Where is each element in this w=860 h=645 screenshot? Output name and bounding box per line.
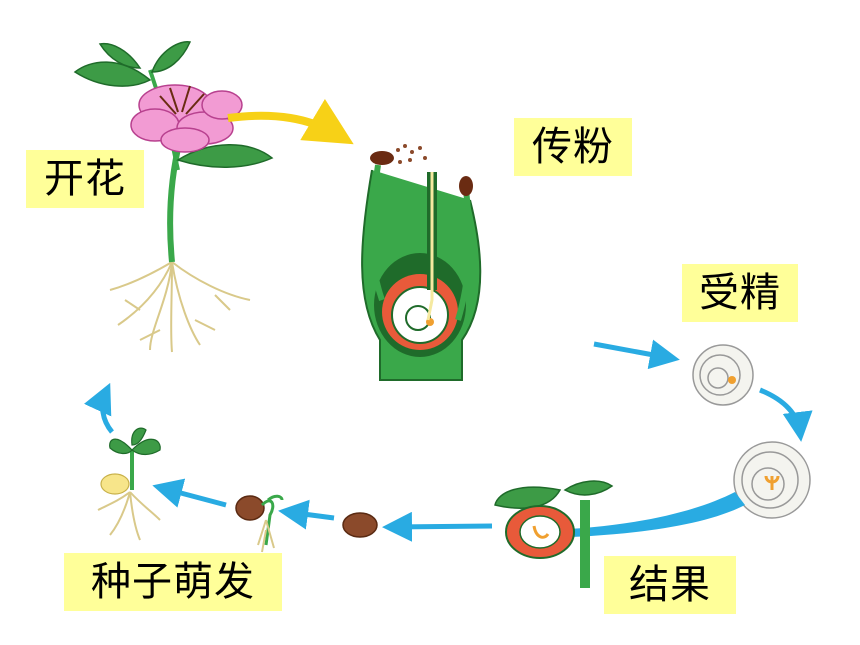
- developing-ovule-illustration: [733, 441, 811, 519]
- arrow-sprout-to-seedling: [152, 478, 227, 508]
- arrow-seedling-to-flowering: [84, 382, 114, 434]
- fertilized-ovule-illustration: [692, 344, 754, 406]
- label-flowering: 开花: [26, 150, 144, 208]
- fruit-illustration: [494, 480, 614, 588]
- seedling-illustration: [97, 427, 161, 541]
- arrow-fruit-to-seed: [382, 511, 493, 542]
- sprouting-seed-illustration: [235, 494, 284, 553]
- arrow-fertilization-to-seed-development: [759, 387, 813, 442]
- label-fertilization: 受精: [682, 264, 798, 322]
- label-fruiting: 结果: [604, 556, 736, 614]
- arrow-seed-development-to-fruit: [545, 492, 745, 538]
- label-pollination: 传粉: [514, 118, 632, 176]
- pistil-pollination-illustration: [361, 144, 482, 381]
- flowering-plant-illustration: [73, 41, 274, 353]
- label-seed-germination: 种子萌发: [64, 553, 282, 611]
- arrow-pollination-to-fertilization: [593, 339, 680, 370]
- seed-illustration: [342, 512, 378, 538]
- arrow-seed-to-sprouting-seed: [278, 499, 335, 530]
- arrow-flower-to-pollination: [227, 98, 354, 145]
